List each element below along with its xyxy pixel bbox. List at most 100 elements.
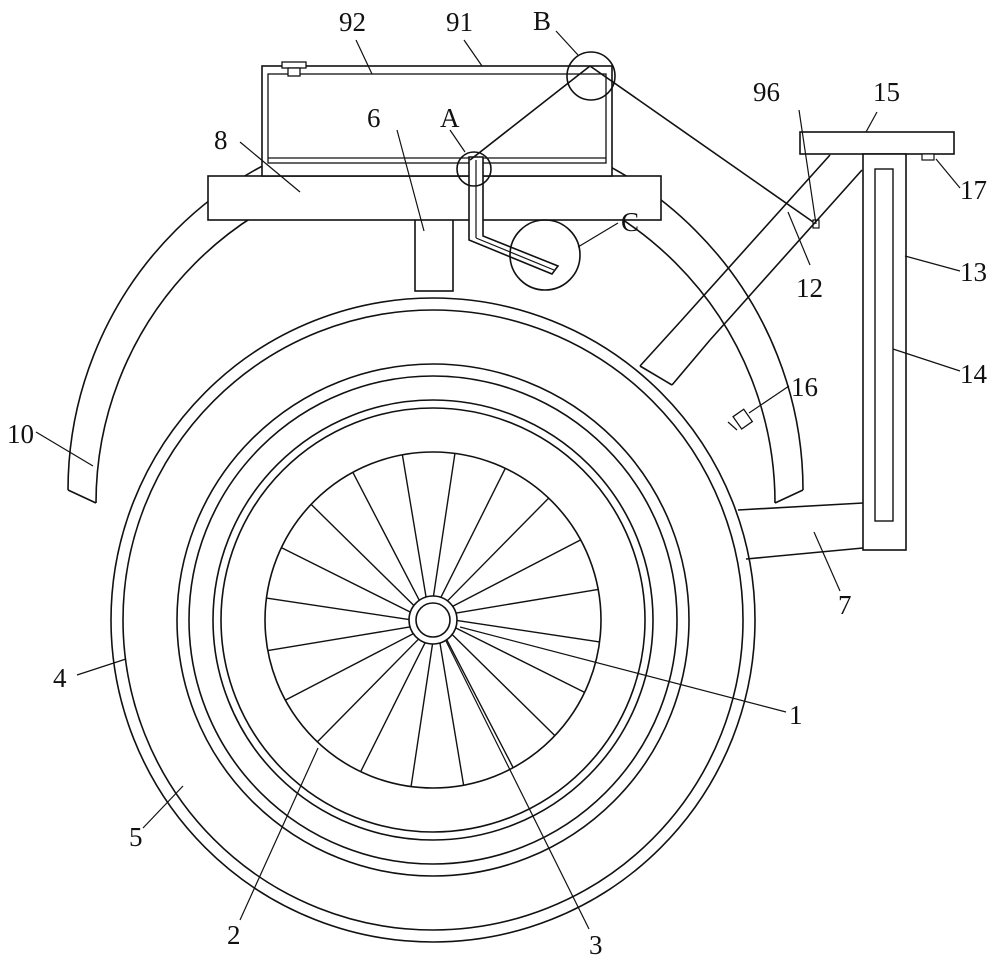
spoke (453, 588, 599, 615)
spoke (266, 597, 412, 621)
clip-16 (727, 408, 754, 431)
arm-bottom (745, 547, 864, 560)
label-17: 17 (960, 175, 987, 205)
stem-collar (639, 365, 673, 386)
stem-right-edge (709, 169, 863, 341)
leader-5 (142, 785, 184, 829)
spoke (285, 632, 416, 701)
mudguard-left-end (67, 489, 97, 504)
clip-16-body (732, 408, 754, 430)
label-1: 1 (789, 700, 803, 730)
leader-16 (748, 385, 790, 414)
spoke (439, 468, 506, 600)
label-b: B (533, 6, 551, 36)
detail-circle-c (509, 219, 581, 291)
label-7: 7 (838, 590, 852, 620)
detail-circle-b (566, 51, 616, 101)
leader-c (577, 222, 619, 248)
label-8: 8 (214, 125, 228, 155)
leader-2 (239, 747, 319, 921)
detail-circle-a (456, 151, 492, 187)
spokes (266, 453, 600, 787)
part-17-button (921, 153, 935, 161)
rim-outer (176, 363, 690, 877)
axle-hub-inner (415, 602, 451, 638)
leader-92 (355, 39, 373, 75)
tank-cap (281, 61, 307, 69)
tire-outer-edge (110, 297, 756, 943)
vertical-frame (862, 153, 907, 551)
reference-numerals: 92 91 B 96 15 6 A 8 17 C 13 12 14 16 10 … (7, 6, 988, 960)
label-92: 92 (339, 7, 366, 37)
spoke (281, 547, 413, 614)
spoke (352, 472, 421, 603)
leader-12 (787, 211, 811, 266)
spoke (316, 637, 421, 743)
arm-top (737, 502, 864, 511)
spoke (445, 637, 514, 768)
leader-a (449, 129, 466, 153)
leader-14 (892, 348, 961, 372)
handle-stem (639, 154, 863, 386)
leader-13 (904, 255, 961, 272)
spoke (450, 539, 581, 608)
post-6 (414, 218, 454, 292)
leader-91 (463, 39, 483, 67)
spoke (310, 503, 416, 608)
stem-left-edge (679, 154, 831, 323)
spoke (360, 640, 427, 772)
spoke (453, 626, 585, 693)
tire-inner-line (122, 309, 744, 931)
leader-96 (798, 109, 817, 225)
spoke (401, 454, 428, 600)
wheel-assembly (110, 297, 756, 943)
platform-8 (207, 175, 662, 221)
leader-10 (35, 431, 94, 467)
leader-b (555, 30, 579, 56)
water-tank (261, 61, 613, 177)
cable-a-b (469, 65, 591, 161)
clip-16-tab (727, 421, 738, 431)
spoke (267, 625, 413, 652)
leader-17 (935, 158, 961, 189)
hub-ring-line (220, 407, 646, 833)
hub-ring-outer (212, 399, 654, 841)
pipe-core-bend (475, 237, 555, 271)
label-10: 10 (7, 419, 34, 449)
label-15: 15 (873, 77, 900, 107)
spoke (450, 632, 556, 737)
spoke (410, 641, 434, 787)
label-96: 96 (753, 77, 780, 107)
label-2: 2 (227, 920, 241, 950)
label-a: A (440, 103, 460, 133)
spoke (454, 619, 600, 643)
handle-15 (799, 131, 955, 155)
label-16: 16 (791, 372, 818, 402)
mudguard-right-end (774, 489, 804, 504)
spoke-ring (264, 451, 602, 789)
label-3: 3 (589, 930, 603, 960)
tank-cap-neck (287, 67, 301, 77)
leader-6 (396, 129, 425, 232)
label-4: 4 (53, 663, 67, 693)
spray-pipe (468, 156, 560, 275)
label-5: 5 (129, 822, 143, 852)
spoke (445, 497, 550, 603)
cable-b-96 (589, 65, 817, 225)
leader-4 (76, 658, 127, 676)
tank-inner-92 (267, 73, 607, 164)
label-6: 6 (367, 103, 381, 133)
leader-lines (35, 30, 961, 930)
leader-1 (459, 626, 787, 713)
support-post (414, 218, 454, 292)
leader-3 (445, 640, 590, 930)
stem-lower-right (671, 339, 711, 386)
leader-15 (865, 111, 878, 133)
label-c: C (621, 207, 639, 237)
spoke (438, 640, 465, 786)
arm-7 (737, 502, 864, 560)
stem-lower-left (639, 321, 681, 367)
label-12: 12 (796, 273, 823, 303)
